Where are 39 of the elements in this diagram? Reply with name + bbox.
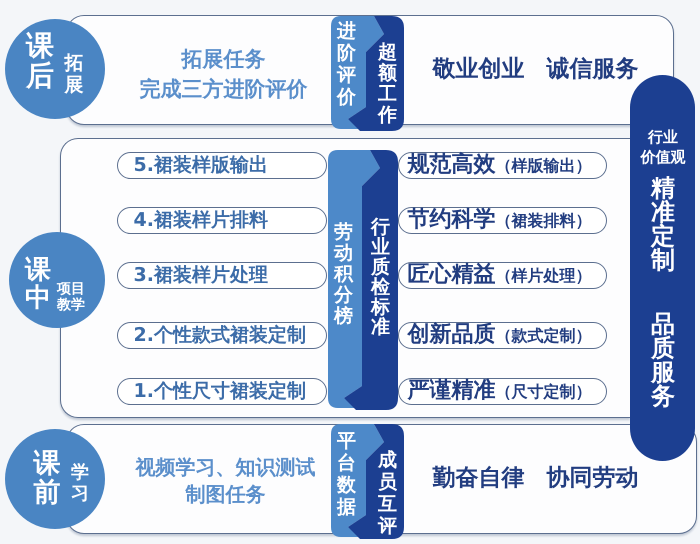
banner-text: 超额工作 — [377, 42, 398, 126]
value-label: 匠心精益 — [408, 262, 496, 286]
step-pill: 3.裙装样片处理 — [116, 262, 326, 288]
value-note: （样片处理） — [496, 266, 592, 284]
value-label: 严谨精准 — [408, 378, 496, 402]
value-pill — [398, 378, 606, 404]
column-text: 品质服务 — [650, 312, 676, 408]
task-text: 拓展任务完成三方进阶评价 — [138, 46, 308, 102]
column-text: 精准定制 — [650, 176, 676, 272]
value-note: （裙装排料） — [496, 210, 592, 230]
circle-subtitle: 学习 — [70, 462, 90, 504]
banner-text: 进阶评价 — [336, 20, 357, 108]
circle-subtitle: 项目教学 — [56, 281, 86, 313]
circle-title: 课中 — [24, 256, 52, 312]
value-text: 敬业创业 诚信服务 — [432, 56, 638, 84]
value-note: （款式定制） — [496, 326, 592, 344]
value-text: 勤奋自律 协同劳动 — [432, 464, 638, 492]
value-label: 创新品质 — [408, 322, 496, 346]
step-pill: 2.个性款式裙装定制 — [116, 322, 326, 348]
value-pill — [398, 206, 606, 234]
step-pill: 5.裙装样版输出 — [116, 152, 326, 178]
value-pill — [398, 322, 606, 348]
value-note: （尺寸定制） — [496, 382, 592, 400]
task-text: 视频学习、知识测试制图任务 — [134, 454, 316, 508]
value-label: 规范高效 — [408, 152, 496, 176]
banner-text: 行业质检标准 — [370, 216, 391, 336]
banner-text: 劳动积分榜 — [333, 222, 354, 326]
value-pill — [398, 152, 606, 178]
circle-subtitle: 拓展 — [64, 52, 84, 96]
value-label: 节约科学 — [408, 206, 496, 232]
banner-text: 成员互评 — [377, 448, 398, 536]
circle-title: 课后 — [24, 31, 55, 91]
column-heading: 行业价值观 — [639, 127, 686, 167]
banner-text: 平台数据 — [336, 430, 357, 518]
step-pill: 1.个性尺寸裙装定制 — [116, 378, 326, 404]
step-pill: 4.裙装样片排料 — [116, 206, 326, 234]
value-note: （样版输出） — [496, 156, 592, 174]
value-pill — [398, 262, 606, 288]
circle-title: 课前 — [32, 449, 62, 507]
